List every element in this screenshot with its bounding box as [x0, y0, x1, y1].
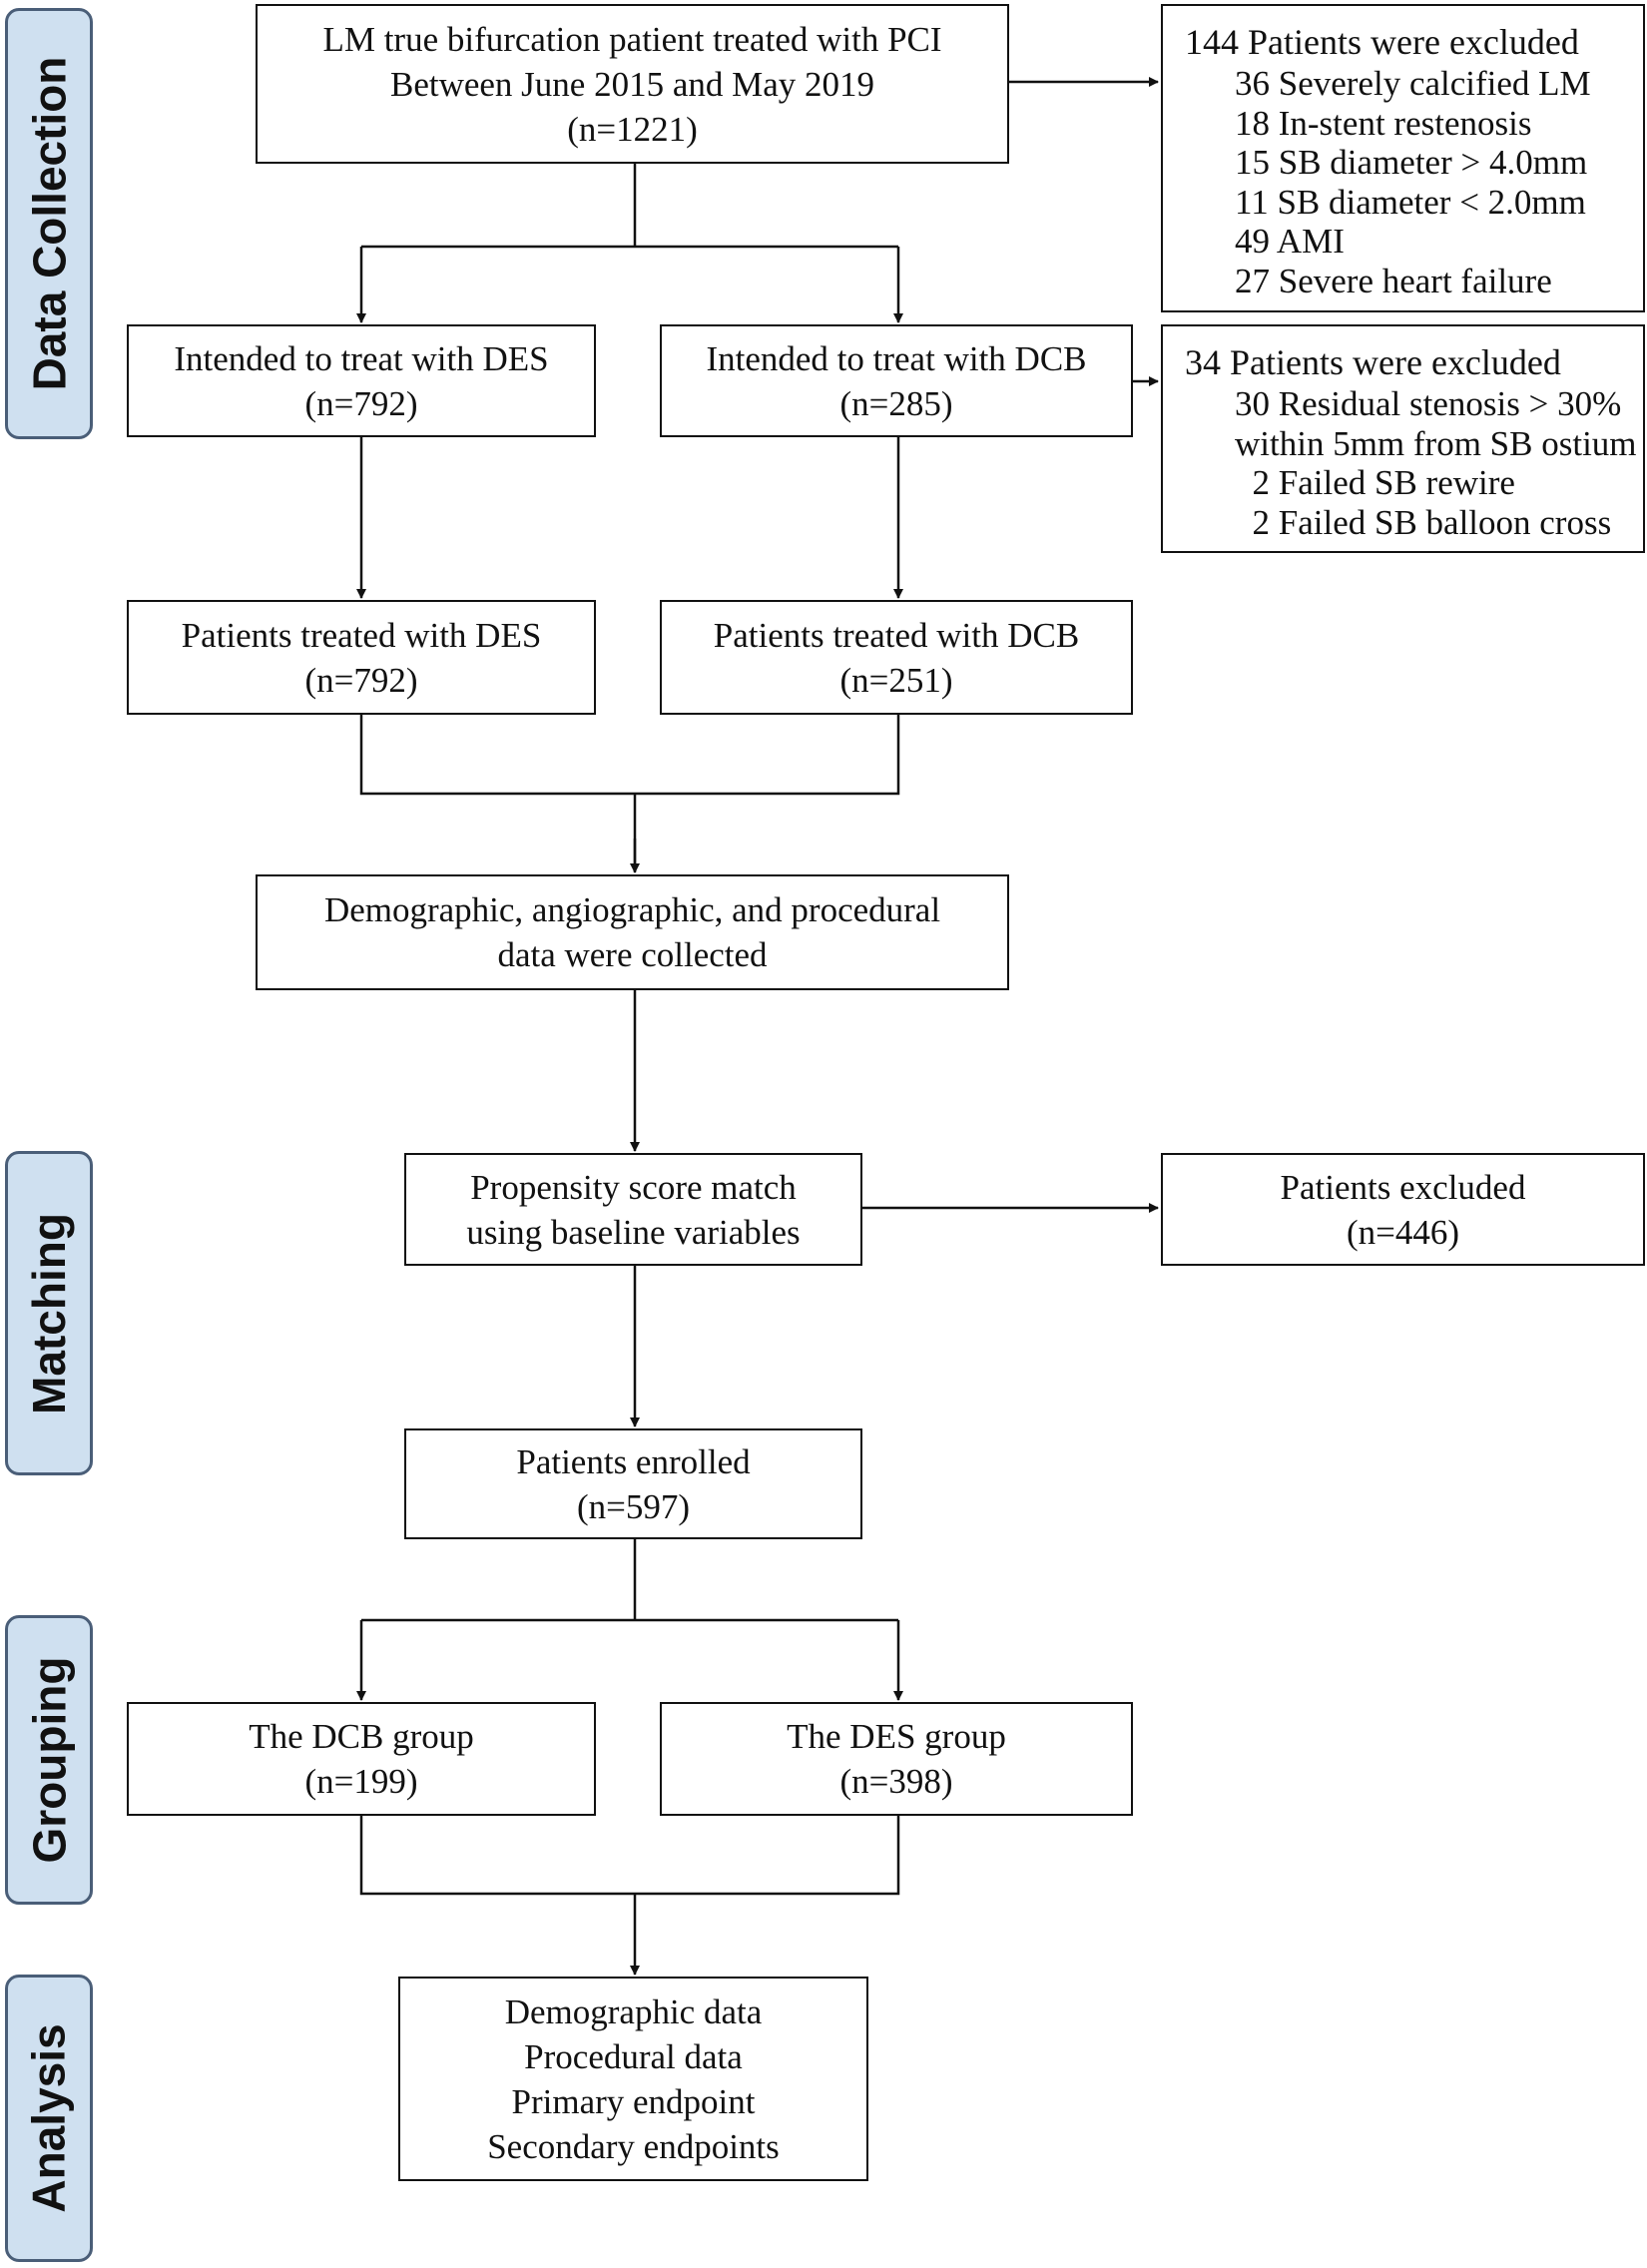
stage-label-grouping: Grouping: [5, 1615, 93, 1905]
connector-enrolled-split: [361, 1539, 898, 1622]
box-treated-des: Patients treated with DES (n=792): [127, 600, 596, 715]
box-excluded-initial: 144 Patients were excluded 36 Severely c…: [1161, 4, 1645, 312]
box-excluded-dcb: 34 Patients were excluded 30 Residual st…: [1161, 324, 1645, 553]
stage-label-analysis: Analysis: [5, 1975, 93, 2262]
box-dcb-group: The DCB group (n=199): [127, 1702, 596, 1816]
box-patients-enrolled: Patients enrolled (n=597): [404, 1428, 862, 1539]
box-des-group: The DES group (n=398): [660, 1702, 1133, 1816]
box-source-population: LM true bifurcation patient treated with…: [256, 4, 1009, 164]
connector-groups-merge: [359, 1816, 900, 1896]
box-treated-dcb: Patients treated with DCB (n=251): [660, 600, 1133, 715]
box-intended-dcb: Intended to treat with DCB (n=285): [660, 324, 1133, 437]
connector-treated-merge: [359, 715, 900, 871]
box-psm-excluded: Patients excluded (n=446): [1161, 1153, 1645, 1266]
stage-label-data-collection: Data Collection: [5, 8, 93, 439]
box-analysis: Demographic data Procedural data Primary…: [398, 1977, 868, 2181]
box-data-collected: Demographic, angiographic, and procedura…: [256, 874, 1009, 990]
box-intended-des: Intended to treat with DES (n=792): [127, 324, 596, 437]
connector-source-split: [361, 164, 898, 249]
box-propensity-score-match: Propensity score match using baseline va…: [404, 1153, 862, 1266]
stage-label-matching: Matching: [5, 1151, 93, 1475]
